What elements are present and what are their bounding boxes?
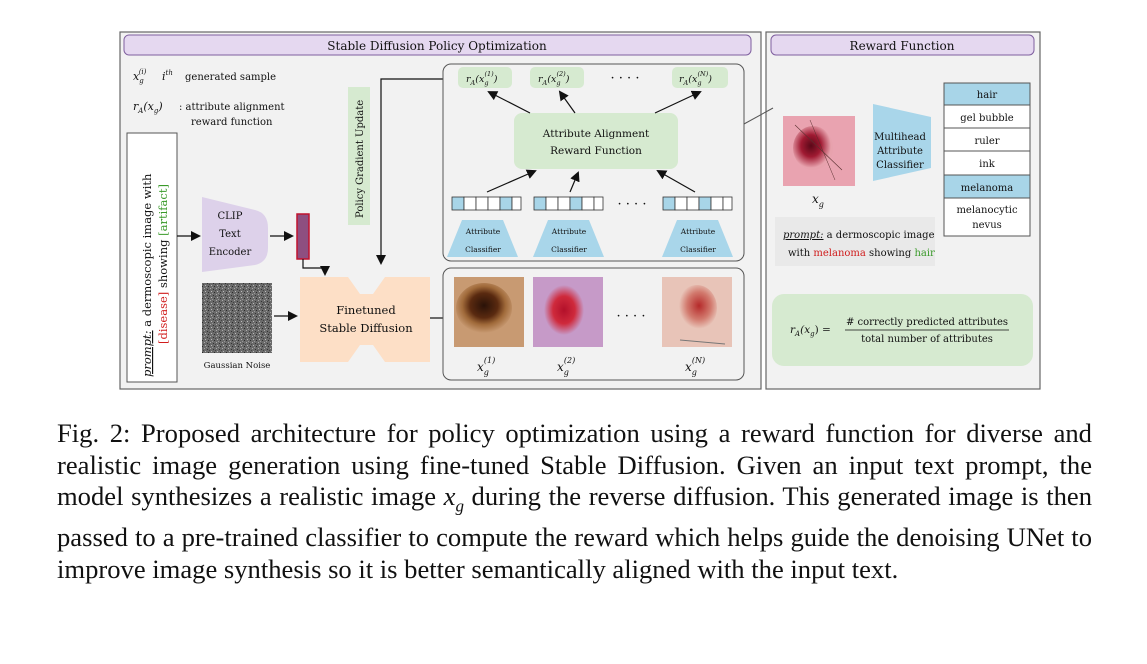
sample-label: xg(2) [557, 356, 575, 377]
arrow-vec1-to-rf [486, 169, 537, 193]
arrow-vecn-to-rf [656, 170, 696, 193]
attribute-vector [533, 196, 604, 211]
right-prompt-box [775, 217, 935, 266]
prompt-line-1: prompt: a dermoscopic image with [140, 173, 154, 377]
reward-node: rA(xg(2)) [530, 67, 584, 88]
formula-denominator: total number of attributes [861, 334, 993, 345]
attribute-classifier: Attribute Classifier [447, 220, 518, 257]
arrow-rf-to-r1 [487, 91, 531, 114]
svg-text:xg(i): xg(i) [133, 68, 147, 85]
prompt-line-2: [disease] showing [artifact] [156, 184, 170, 344]
svg-text:generated sample: generated sample [185, 72, 276, 83]
arrow-embedding-to-sd [302, 259, 330, 276]
svg-text:rA(xg(2)): rA(xg(2)) [538, 70, 570, 87]
svg-text:ith: ith [162, 69, 173, 83]
xg-label: xg [812, 192, 824, 209]
clip-label-1: CLIP [218, 211, 243, 222]
reward-node: rA(xg(N)) [672, 67, 728, 88]
clip-label-2: Text [219, 229, 240, 240]
reward-dots: · · · · [611, 71, 640, 86]
mh-label-1: Multihead [874, 132, 926, 143]
reward-node: rA(xg(1)) [458, 67, 512, 88]
policy-gradient-label: Policy Gradient Update [355, 100, 366, 218]
clip-label-3: Encoder [209, 247, 252, 258]
svg-text:hair: hair [977, 90, 998, 101]
policy-gradient-update [348, 87, 370, 225]
sample-label: xg(1) [477, 356, 495, 377]
attribute-item [943, 197, 1031, 237]
sample-label: xg(N) [685, 356, 705, 377]
attribute-list: hair gel bubble ruler ink melanoma melan… [943, 82, 1031, 237]
right-panel-title: Reward Function [850, 39, 955, 53]
attribute-alignment-reward-function [514, 113, 678, 169]
caption-text-1: Proposed architecture for policy optimiz… [57, 418, 1092, 512]
reward-fn-label-2: Reward Function [550, 145, 642, 157]
finetuned-stable-diffusion [300, 277, 430, 362]
svg-text:ink: ink [979, 159, 996, 170]
text-embedding [296, 213, 310, 260]
attribute-vector [662, 196, 733, 211]
caption-math: xg [443, 481, 464, 516]
left-panel-title: Stable Diffusion Policy Optimization [327, 39, 547, 53]
svg-text:rA(xg(N)): rA(xg(N)) [679, 70, 712, 87]
left-panel-title-bar [123, 34, 752, 56]
mh-label-3: Classifier [876, 160, 924, 171]
generated-sample-image [533, 277, 603, 347]
svg-text:Classifier: Classifier [465, 245, 501, 254]
attribute-classifier: Attribute Classifier [662, 220, 733, 257]
arrow-rf-to-r2 [558, 90, 576, 114]
arrow-policy-update [376, 78, 455, 265]
caption-label: Fig. 2: [57, 418, 131, 448]
prompt-box [126, 132, 178, 383]
sd-label-2: Stable Diffusion [319, 321, 413, 335]
svg-text:gel bubble: gel bubble [960, 113, 1014, 124]
svg-text:Attribute: Attribute [551, 227, 587, 236]
xg-image [783, 116, 855, 186]
svg-text:Attribute: Attribute [680, 227, 716, 236]
formula-numerator: # correctly predicted attributes [846, 317, 1008, 328]
svg-text:rA(xg(1)): rA(xg(1)) [466, 70, 498, 87]
right-prompt-line-1: prompt: a dermoscopic image [783, 230, 935, 241]
svg-text:Classifier: Classifier [551, 245, 587, 254]
svg-text:melanocytic: melanocytic [956, 205, 1017, 216]
svg-text:reward function: reward function [191, 117, 273, 128]
mh-label-2: Attribute [876, 146, 923, 157]
caption-text-2: during the reverse diffusion. This gener… [57, 481, 1092, 584]
formula-lhs: rA(xg) = [790, 324, 831, 338]
svg-text:: attribute alignment: : attribute alignment [179, 102, 285, 113]
multihead-attribute-classifier [873, 104, 931, 181]
arrow-vec2-to-rf [569, 171, 580, 193]
architecture-figure: Stable Diffusion Policy Optimization Rew… [119, 31, 1041, 390]
attribute-classifier: Attribute Classifier [533, 220, 604, 257]
svg-text:ruler: ruler [974, 136, 999, 147]
generated-sample-image [662, 277, 732, 347]
svg-text:melanoma: melanoma [961, 183, 1014, 194]
svg-text:Attribute: Attribute [465, 227, 501, 236]
sd-label-1: Finetuned [336, 303, 396, 317]
vector-dots: · · · · [618, 197, 647, 212]
callout-line [743, 107, 774, 125]
generated-sample-image [454, 277, 524, 347]
gaussian-noise-label: Gaussian Noise [204, 361, 271, 371]
right-prompt-line-2: with melanoma showing hair [788, 248, 935, 259]
legend: xg(i) ith generated sample rA(xg) : attr… [133, 68, 285, 128]
arrow-rf-to-rn [654, 90, 702, 114]
attribute-vector [451, 196, 522, 211]
svg-text:Classifier: Classifier [680, 245, 716, 254]
right-panel-title-bar [770, 34, 1035, 56]
reward-fn-label-1: Attribute Alignment [542, 128, 650, 140]
svg-text:nevus: nevus [972, 220, 1002, 231]
svg-text:rA(xg): rA(xg) [133, 100, 163, 115]
clip-text-encoder [202, 197, 268, 272]
gaussian-noise-image [202, 283, 272, 353]
figure-caption: Fig. 2: Proposed architecture for policy… [57, 418, 1092, 585]
samples-dots: · · · · [617, 309, 646, 324]
